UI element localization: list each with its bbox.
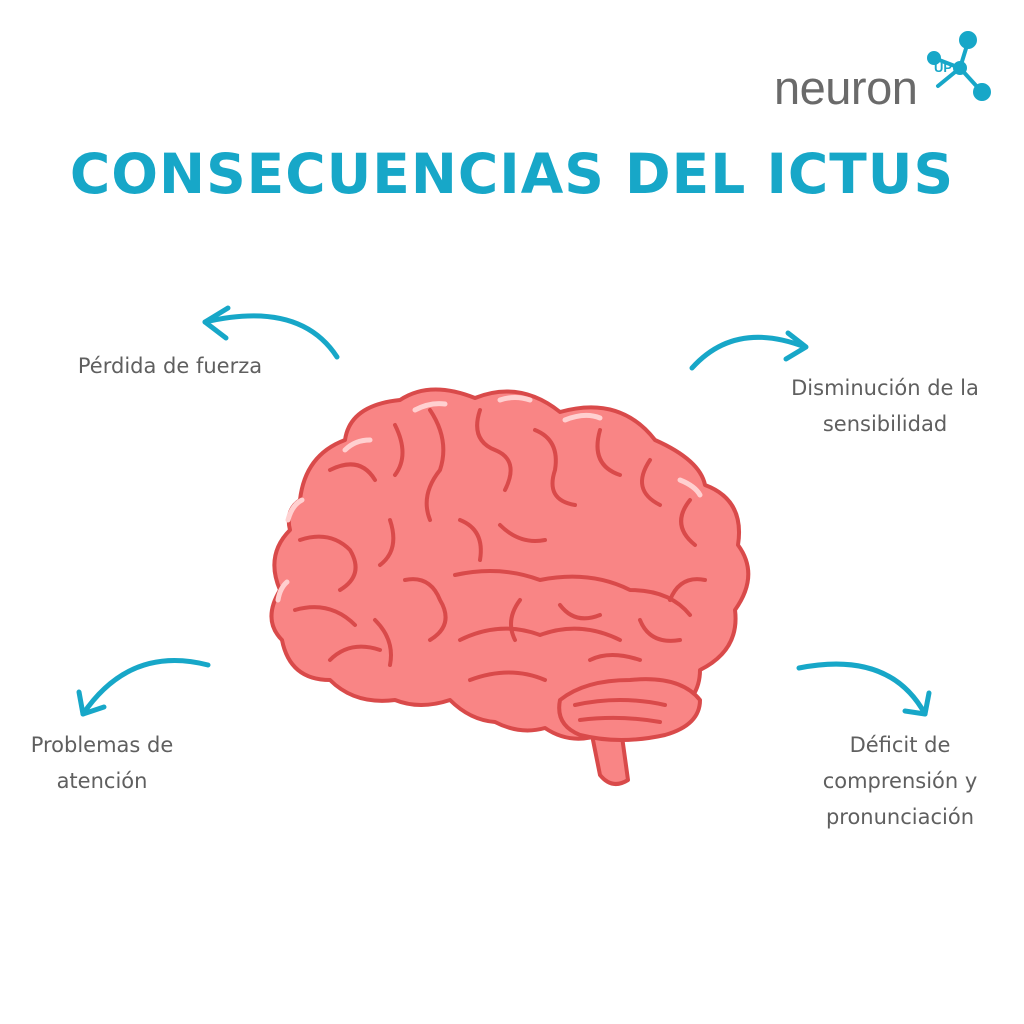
arrow-bottom-left-icon [76, 658, 211, 717]
page-title: CONSECUENCIAS DEL ICTUS [69, 142, 955, 206]
label-line: sensibilidad [822, 412, 948, 436]
label-line: pronunciación [825, 805, 975, 829]
brand-name: neuron [774, 61, 918, 114]
arrow-top-right-icon [689, 330, 809, 371]
label-disminucion-sensibilidad: Disminución de la sensibilidad [770, 370, 1000, 442]
label-line: comprensión y [822, 769, 978, 793]
label-line: Disminución de la [791, 376, 979, 400]
label-line: Pérdida de fuerza [77, 354, 263, 378]
brand-logo: neuron UP [770, 28, 1000, 114]
arrow-bottom-right-icon [796, 661, 932, 717]
label-problemas-atencion: Problemas de atención [12, 727, 192, 799]
brand-badge: UP [934, 60, 953, 75]
label-line: Déficit de [849, 733, 951, 757]
label-deficit-comprension: Déficit de comprensión y pronunciación [800, 727, 1000, 835]
arrow-top-left-icon [202, 305, 340, 360]
label-line: atención [56, 769, 148, 793]
molecule-icon [927, 31, 991, 101]
label-perdida-de-fuerza: Pérdida de fuerza [40, 348, 300, 384]
label-line: Problemas de [30, 733, 174, 757]
